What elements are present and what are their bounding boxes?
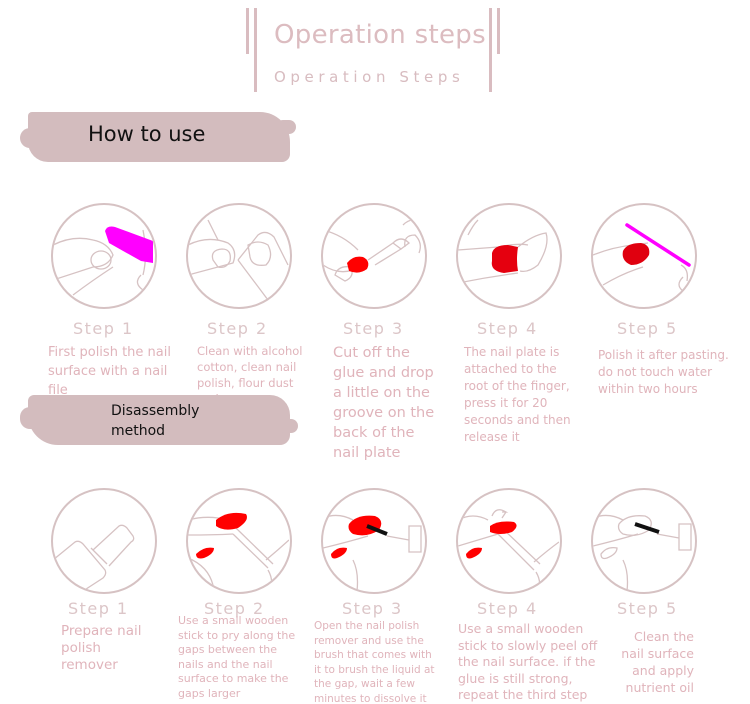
how-to-use-step-5-description: Polish it after pasting. do not touch wa…: [598, 348, 729, 396]
header-bar-decoration: [497, 8, 500, 54]
disassembly-step-1-description: Prepare nail polish remover: [61, 623, 142, 673]
page-title: Operation steps: [274, 20, 486, 50]
how-to-use-step-3-label: Step 3: [343, 319, 404, 338]
disassembly-step-3-description: Open the nail polish remover and use the…: [314, 620, 435, 704]
how-to-use-step-1-label: Step 1: [73, 319, 134, 338]
how-to-use-step-1-description: First polish the nail surface with a nai…: [48, 345, 171, 398]
disassembly-banner: Disassembly method: [20, 395, 298, 445]
wooden-stick-icon: [186, 488, 292, 594]
disassembly-heading-line-1: Disassembly: [111, 403, 200, 419]
how-to-use-step-4-description: The nail plate is attached to the root o…: [464, 345, 571, 444]
disassembly-step-5-label: Step 5: [617, 599, 678, 618]
glue-drop-icon: [321, 203, 427, 309]
nutrient-oil-icon: [591, 488, 697, 594]
remover-brush-icon: [321, 488, 427, 594]
disassembly-step-5-description: Clean the nail surface and apply nutrien…: [621, 629, 694, 695]
disassembly-step-3-label: Step 3: [342, 599, 403, 618]
header-bar-decoration: [254, 8, 257, 92]
press-nail-icon: [456, 203, 562, 309]
disassembly-heading-line-2: method: [111, 423, 166, 439]
disassembly-step-2-label: Step 2: [204, 599, 265, 618]
section-heading-how-to-use: How to use: [88, 122, 206, 146]
how-to-use-step-4-label: Step 4: [477, 319, 538, 338]
disassembly-step-1-label: Step 1: [68, 599, 129, 618]
how-to-use-banner: How to use: [20, 112, 296, 162]
remover-bottle-icon: [51, 488, 157, 594]
nail-file-icon: [51, 203, 157, 309]
section-heading-disassembly: Disassembly method: [111, 401, 199, 441]
polish-nail-icon: [591, 203, 697, 309]
page-header: Operation steps Operation Steps: [246, 6, 500, 94]
peel-nail-icon: [456, 488, 562, 594]
how-to-use-step-5-label: Step 5: [617, 319, 678, 338]
how-to-use-step-2-label: Step 2: [207, 319, 268, 338]
header-bar-decoration: [246, 8, 249, 54]
header-bar-decoration: [489, 8, 492, 92]
how-to-use-step-3-description: Cut off the glue and drop a little on th…: [333, 345, 435, 461]
disassembly-step-2-description: Use a small wooden stick to pry along th…: [178, 614, 296, 700]
how-to-use-step-2-description: Clean with alcohol cotton, clean nail po…: [197, 344, 303, 406]
disassembly-step-4-label: Step 4: [477, 599, 538, 618]
disassembly-step-4-description: Use a small wooden stick to slowly peel …: [458, 621, 598, 702]
page-subtitle: Operation Steps: [274, 68, 465, 86]
cleaning-cotton-icon: [186, 203, 292, 309]
